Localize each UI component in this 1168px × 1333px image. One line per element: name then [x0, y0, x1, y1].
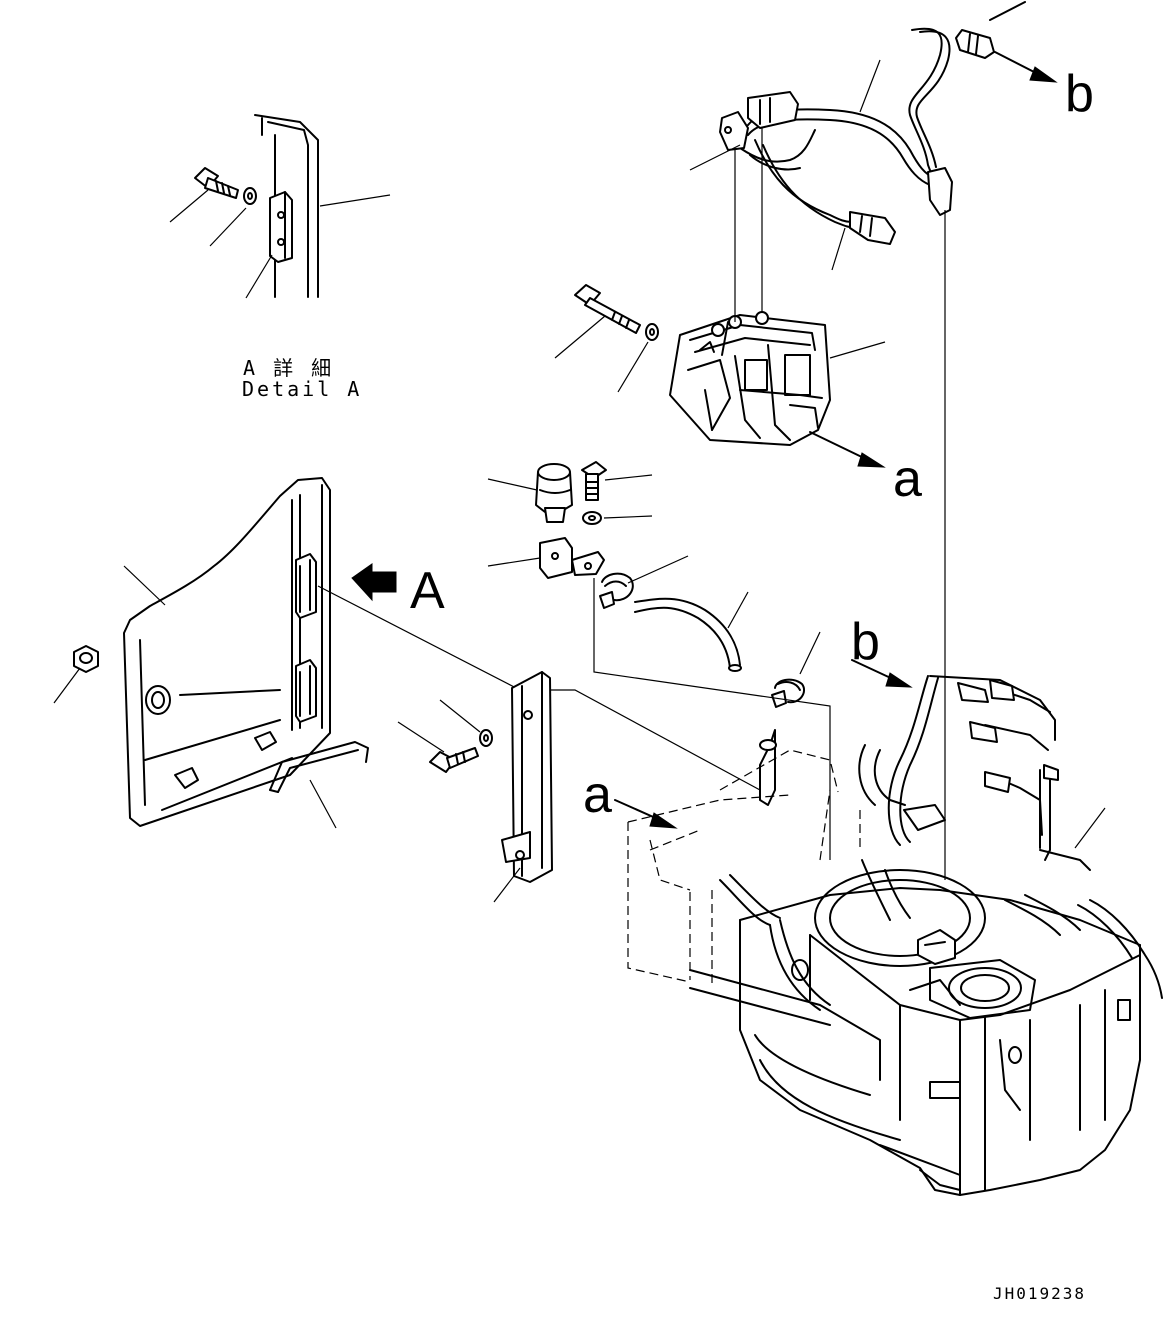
- bracket-leaders: [397, 699, 521, 903]
- cover-leaders: [53, 565, 337, 829]
- detail-a-title-jp: A 詳 細: [243, 356, 335, 380]
- bracket-bolt: [429, 747, 479, 773]
- relay-box: [669, 311, 831, 446]
- ref-arrow-b-bottom: [851, 659, 913, 688]
- view-direction-arrow: [351, 563, 397, 602]
- machine-frame: [627, 729, 1163, 1196]
- detail-a-leaders: [169, 189, 391, 299]
- small-bolt: [581, 461, 607, 501]
- side-cover-panel: [123, 477, 331, 827]
- ref-label-b-bottom: b: [851, 613, 880, 671]
- cover-bumper: [73, 645, 99, 673]
- cover-stay-rod: [269, 741, 369, 793]
- relay-leaders: [554, 315, 886, 393]
- relay-bolt: [574, 284, 641, 334]
- relay-mount-lines: [734, 128, 946, 880]
- detail-a-view: [169, 114, 391, 299]
- detail-a-title-en: Detail A: [242, 377, 363, 401]
- ref-label-b-top: b: [1065, 65, 1094, 123]
- harness-leaders: [689, 59, 881, 271]
- ref-arrow-a-bottom: [614, 799, 678, 829]
- hose-clamp-1: [599, 572, 634, 609]
- drawing-code: JH019238: [993, 1284, 1087, 1303]
- ref-arrow-a-top: [809, 431, 886, 468]
- switch-mount-lines: [593, 578, 831, 860]
- detail-a-bolt: [194, 167, 239, 199]
- hose-clamp-2: [771, 678, 806, 708]
- small-washer: [582, 511, 602, 525]
- ref-label-a-top: a: [893, 450, 922, 508]
- pressure-switch: [535, 463, 573, 523]
- detail-a-hinge-plate: [269, 191, 293, 263]
- frame-leader: [1074, 807, 1106, 849]
- switch-leaders: [487, 474, 821, 675]
- bracket-washer: [479, 729, 493, 747]
- drain-hose: [634, 597, 742, 672]
- ref-arrow-b-top: [994, 51, 1058, 83]
- wiring-harness: [719, 1, 1026, 245]
- detail-a-washer: [243, 187, 257, 205]
- view-arrow-label: A: [410, 562, 445, 620]
- mounting-bracket: [501, 671, 553, 883]
- relay-washer: [645, 323, 659, 341]
- ref-label-a-bottom: a: [583, 766, 612, 824]
- frame-harness-run: [858, 675, 1091, 871]
- switch-adapter: [539, 537, 605, 579]
